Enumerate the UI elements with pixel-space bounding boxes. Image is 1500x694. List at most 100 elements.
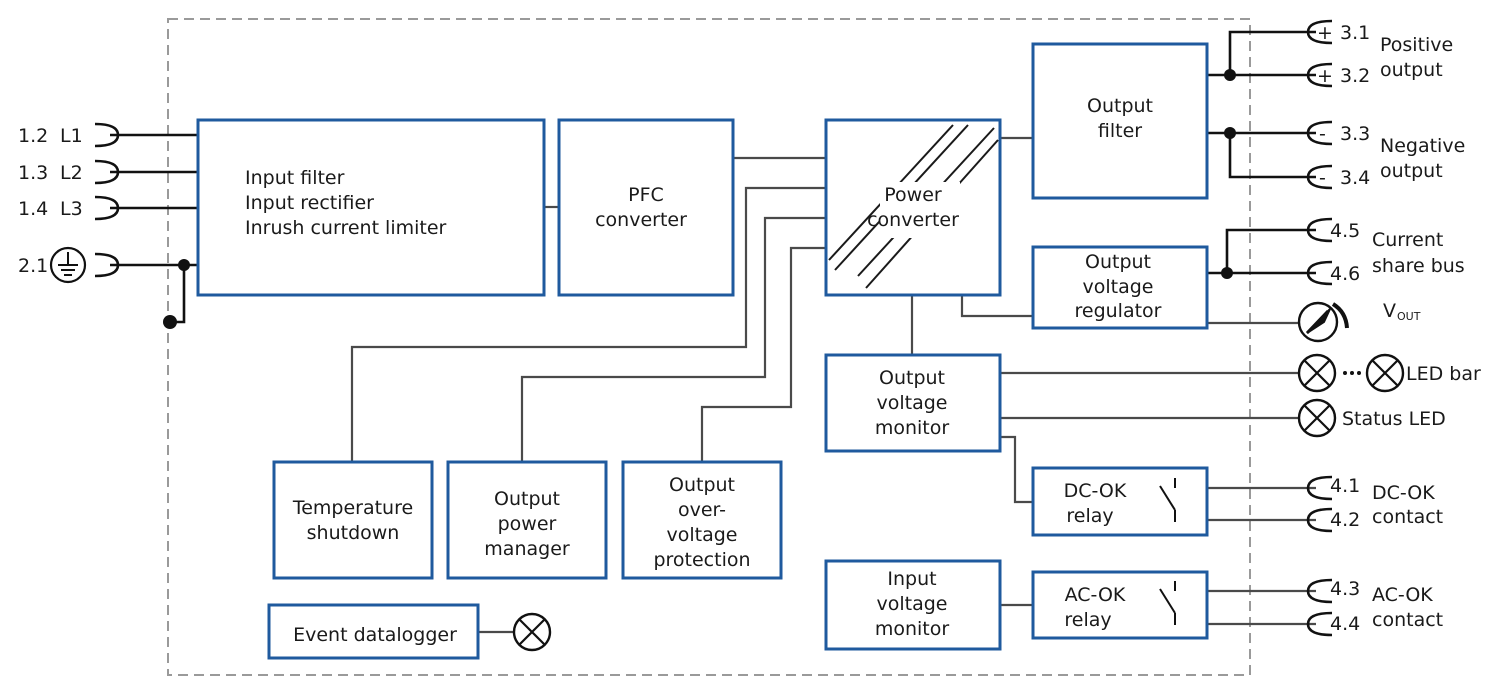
positive-output-label-2: output — [1380, 59, 1443, 81]
ovp-line-4: protection — [653, 549, 750, 571]
voltage-monitor-line-3: monitor — [875, 417, 950, 439]
pin-3-3: 3.3 — [1340, 123, 1370, 145]
label-l1: L1 — [60, 125, 83, 147]
dcok-relay-line-2: relay — [1066, 505, 1113, 527]
internal-wires — [350, 136, 1033, 634]
terminal-3-1 — [1306, 19, 1333, 45]
minus-sign-3-4: - — [1319, 167, 1326, 189]
regulator-line-3: regulator — [1075, 300, 1162, 322]
negative-output-label-2: output — [1380, 160, 1443, 182]
temp-line-2: shutdown — [307, 522, 400, 544]
terminal-4-5 — [1306, 217, 1333, 243]
pin-1-2: 1.2 — [18, 125, 48, 147]
temperature-shutdown-block: Temperature shutdown — [272, 460, 434, 580]
status-led-label: Status LED — [1342, 408, 1446, 430]
acok-relay-line-2: relay — [1064, 609, 1111, 631]
power-manager-line-3: manager — [484, 538, 570, 560]
input-wires — [110, 133, 198, 329]
negative-output-label-1: Negative — [1380, 135, 1465, 157]
dcok-relay-block: DC-OK relay — [1031, 466, 1209, 537]
potentiometer-icon — [1297, 301, 1349, 343]
lamp-icon-led-bar-1 — [1297, 353, 1337, 393]
power-converter-line-2: converter — [867, 209, 959, 231]
pin-4-5: 4.5 — [1330, 220, 1360, 242]
pe-junction — [178, 259, 190, 271]
pin-4-1: 4.1 — [1330, 475, 1360, 497]
terminal-3-3 — [1306, 120, 1333, 146]
led-bar-label: LED bar — [1406, 363, 1481, 385]
output-labels: Positive output Negative output Current … — [1342, 34, 1481, 631]
terminal-3-2 — [1306, 62, 1333, 88]
terminal-pe — [94, 252, 120, 278]
input-filter-line-3: Inrush current limiter — [245, 217, 447, 239]
pfc-line-1: PFC — [628, 184, 664, 206]
label-l2: L2 — [60, 162, 83, 184]
regulator-line-1: Output — [1085, 251, 1151, 273]
pin-1-4: 1.4 — [18, 198, 48, 220]
relay-switch-icon — [1159, 478, 1176, 522]
power-manager-line-2: power — [498, 513, 557, 535]
terminal-4-1 — [1306, 475, 1333, 501]
input-voltage-monitor-block: Input voltage monitor — [824, 559, 1002, 651]
lamp-icon-led-bar-2 — [1365, 353, 1405, 393]
lamp-icon-datalogger — [512, 612, 552, 652]
output-filter-block: Output filter — [1031, 42, 1209, 200]
datalogger-label: Event datalogger — [293, 624, 457, 646]
output-terminals: + + - - 3.1 3.2 3.3 3.4 4.5 4.6 4.1 4.2 … — [1306, 19, 1370, 637]
acok-relay-block: AC-OK relay — [1031, 570, 1209, 640]
dcok-contact-label-2: contact — [1372, 506, 1443, 528]
output-voltage-monitor-block: Output voltage monitor — [824, 353, 1002, 453]
input-monitor-line-2: voltage — [877, 593, 948, 615]
input-terminals: 1.2 L1 1.3 L2 1.4 L3 2.1 — [18, 122, 120, 284]
power-converter-block: Power converter — [824, 118, 1002, 297]
pin-1-3: 1.3 — [18, 162, 48, 184]
vout-label: V — [1383, 300, 1396, 322]
share-bus-junction — [1221, 267, 1233, 279]
ovp-line-2: over- — [678, 499, 726, 521]
input-filter-line-2: Input rectifier — [245, 192, 374, 214]
voltage-monitor-line-1: Output — [879, 367, 945, 389]
terminal-3-4 — [1306, 164, 1333, 190]
ovp-line-1: Output — [669, 474, 735, 496]
ellipsis-icon — [1343, 371, 1361, 375]
output-filter-line-1: Output — [1087, 95, 1153, 117]
output-power-manager-block: Output power manager — [446, 460, 608, 580]
label-l3: L3 — [60, 198, 83, 220]
plus-sign-3-2: + — [1317, 65, 1333, 87]
terminal-4-2 — [1306, 507, 1333, 533]
input-filter-block: Input filter Input rectifier Inrush curr… — [196, 118, 546, 297]
pin-4-2: 4.2 — [1330, 509, 1360, 531]
output-wires — [1000, 30, 1316, 626]
terminal-4-6 — [1306, 260, 1333, 286]
voltage-monitor-line-2: voltage — [877, 392, 948, 414]
input-monitor-line-1: Input — [887, 568, 936, 590]
terminal-l1 — [94, 122, 120, 148]
terminal-4-3 — [1306, 578, 1333, 604]
event-datalogger-block: Event datalogger — [267, 603, 480, 660]
pin-4-3: 4.3 — [1330, 578, 1360, 600]
plus-sign-3-1: + — [1317, 22, 1333, 44]
current-share-label-1: Current — [1372, 229, 1443, 251]
output-voltage-regulator-block: Output voltage regulator — [1031, 245, 1209, 330]
power-manager-line-1: Output — [494, 488, 560, 510]
ovp-line-3: voltage — [667, 524, 738, 546]
input-filter-line-1: Input filter — [245, 167, 345, 189]
vout-subscript: OUT — [1397, 310, 1421, 323]
pin-3-2: 3.2 — [1340, 65, 1370, 87]
input-monitor-line-3: monitor — [875, 618, 950, 640]
acok-relay-line-1: AC-OK — [1065, 584, 1126, 606]
pin-4-4: 4.4 — [1330, 613, 1360, 635]
pin-4-6: 4.6 — [1330, 263, 1360, 285]
regulator-line-2: voltage — [1083, 276, 1154, 298]
pfc-converter-block: PFC converter — [557, 118, 735, 297]
ground-icon — [49, 246, 87, 284]
pin-2-1: 2.1 — [18, 255, 48, 277]
terminal-4-4 — [1306, 611, 1333, 637]
acok-contact-label-1: AC-OK — [1372, 584, 1433, 606]
current-share-label-2: share bus — [1372, 255, 1465, 277]
enclosure-frame — [167, 18, 1251, 676]
temp-line-1: Temperature — [292, 497, 413, 519]
positive-junction — [1224, 69, 1236, 81]
power-converter-line-1: Power — [884, 184, 942, 206]
